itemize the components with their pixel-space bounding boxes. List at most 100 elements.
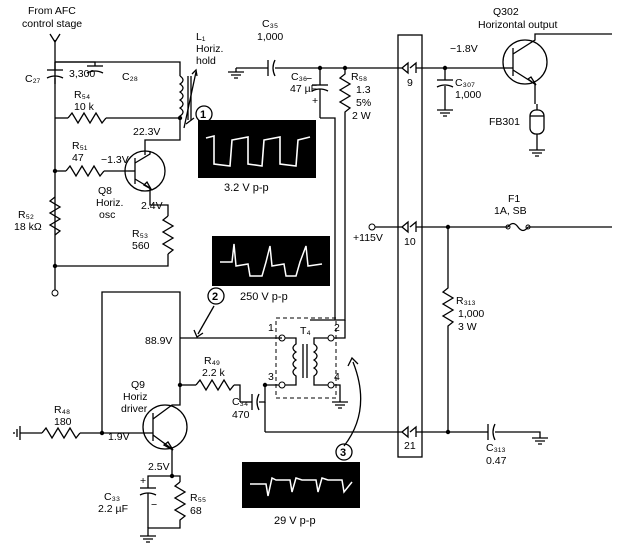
r313-value-2: 3 W bbox=[458, 321, 477, 333]
r53-resistor bbox=[161, 215, 175, 255]
fb301-bead bbox=[529, 109, 545, 135]
c307-label: C₃₀₇ bbox=[455, 77, 475, 89]
c27-plate-2 bbox=[46, 75, 64, 79]
scope-1-label: 3.2 V p-p bbox=[224, 182, 269, 194]
connector-pin-9: 9 bbox=[400, 61, 500, 89]
scope-3-waveform bbox=[250, 476, 353, 497]
v-neg-1-3-label: −1.3V bbox=[101, 154, 129, 166]
c33-value: 2.2 µF bbox=[98, 503, 128, 515]
r48-resistor bbox=[41, 426, 81, 440]
r53-value: 560 bbox=[132, 240, 150, 252]
ground-t4 bbox=[332, 401, 348, 409]
f1-fuse bbox=[507, 222, 529, 232]
q8-transistor bbox=[124, 150, 166, 192]
v-22-3-label: 22.3V bbox=[133, 126, 160, 138]
ground-q9 bbox=[140, 535, 156, 543]
t4-core bbox=[302, 344, 308, 378]
r58-resistor bbox=[338, 68, 352, 300]
scope-1-waveform bbox=[205, 134, 311, 167]
t4-pin3: 3 bbox=[268, 371, 274, 383]
ground-fb301 bbox=[529, 149, 545, 157]
t4-pin1: 1 bbox=[268, 322, 274, 334]
q9-label: Q9 bbox=[131, 379, 145, 391]
r52-resistor bbox=[48, 196, 62, 236]
svg-text:9: 9 bbox=[407, 77, 413, 89]
q302-transistor bbox=[502, 39, 548, 85]
r54-resistor bbox=[67, 111, 107, 125]
r52-label: R₅₂ bbox=[18, 209, 34, 221]
afc-source-label-1: From AFC bbox=[28, 5, 76, 17]
v-1-9-label: 1.9V bbox=[108, 431, 130, 443]
f1-label: F1 bbox=[508, 193, 520, 205]
q9-desc-1: Horiz bbox=[123, 391, 148, 403]
v-2-5-label: 2.5V bbox=[148, 461, 170, 473]
t4-pin2: 2 bbox=[334, 322, 340, 334]
r313-label: R₃₁₃ bbox=[456, 295, 476, 307]
r52-value: 18 kΩ bbox=[14, 221, 42, 233]
v-115-label: +115V bbox=[353, 232, 383, 244]
connector-strip bbox=[397, 34, 423, 458]
r58-value-3: 2 W bbox=[352, 110, 371, 122]
r55-resistor bbox=[147, 481, 187, 536]
c313-label: C₃₁₃ bbox=[486, 442, 506, 454]
r49-resistor bbox=[195, 378, 235, 392]
r58-label: R₅₈ bbox=[351, 71, 367, 83]
c28-plate-2 bbox=[86, 70, 104, 74]
scope-3-label: 29 V p-p bbox=[274, 515, 316, 527]
q8-label: Q8 bbox=[98, 185, 112, 197]
c36-label: C₃₆ bbox=[291, 71, 307, 83]
callout-1-text: 1 bbox=[200, 109, 206, 121]
scope-1-display bbox=[198, 120, 316, 178]
r58-value-1: 1.3 bbox=[356, 84, 371, 96]
c33-minus: − bbox=[151, 499, 157, 511]
q8-desc-1: Horiz. bbox=[96, 197, 123, 209]
scope-2-label: 250 V p-p bbox=[240, 291, 288, 303]
r54-value: 10 k bbox=[74, 101, 95, 113]
ground-r48 bbox=[13, 426, 42, 440]
callout-2-text: 2 bbox=[212, 291, 218, 303]
c34-plate-2 bbox=[256, 393, 260, 411]
ground-c307 bbox=[437, 109, 453, 117]
t4-label: T₄ bbox=[300, 325, 311, 337]
left-bus-terminal bbox=[51, 289, 59, 297]
c36-plus: − bbox=[306, 73, 312, 85]
svg-text:10: 10 bbox=[404, 236, 416, 248]
r313-value-1: 1,000 bbox=[458, 308, 484, 320]
c34-label: C₃₄ bbox=[232, 396, 248, 408]
r49-label: R₄₉ bbox=[204, 355, 220, 367]
ground-c313 bbox=[532, 437, 548, 445]
r48-label: R₄₈ bbox=[54, 404, 70, 416]
r48-value: 180 bbox=[54, 416, 72, 428]
c307-value: 1,000 bbox=[455, 89, 481, 101]
c36-minus: + bbox=[312, 95, 318, 107]
callout-3-marker bbox=[335, 443, 353, 461]
r51-label: R₅₁ bbox=[72, 140, 88, 152]
q302-label: Q302 bbox=[493, 6, 519, 18]
l1-desc-2: hold bbox=[196, 55, 216, 67]
afc-input-arrow bbox=[49, 33, 61, 62]
fb301-label: FB301 bbox=[489, 116, 520, 128]
c35-label: C₃₅ bbox=[262, 18, 278, 30]
t4-primary bbox=[285, 337, 298, 386]
r53-label: R₅₃ bbox=[132, 228, 148, 240]
scope-2-waveform bbox=[220, 243, 323, 277]
c34-value: 470 bbox=[232, 409, 250, 421]
q9-desc-2: driver bbox=[121, 403, 148, 415]
q302-desc: Horizontal output bbox=[478, 19, 557, 31]
c33-label: C₃₃ bbox=[104, 491, 120, 503]
l1-label: L₁ bbox=[196, 31, 206, 43]
c27-label: C₂₇ bbox=[25, 73, 41, 85]
c313-value: 0.47 bbox=[486, 455, 507, 467]
q9-transistor bbox=[142, 404, 188, 450]
afc-source-label-2: control stage bbox=[22, 18, 82, 30]
t4-secondary bbox=[312, 337, 328, 386]
v-neg-1-8-label: −1.8V bbox=[450, 43, 478, 55]
r54-label: R₅₄ bbox=[74, 89, 90, 101]
r51-value: 47 bbox=[72, 152, 84, 164]
c307-plate-2 bbox=[436, 84, 454, 88]
r51-resistor bbox=[65, 164, 105, 178]
c35-plate-2 bbox=[272, 59, 276, 77]
callout-2-marker bbox=[207, 287, 225, 305]
svg-text:21: 21 bbox=[404, 440, 416, 452]
